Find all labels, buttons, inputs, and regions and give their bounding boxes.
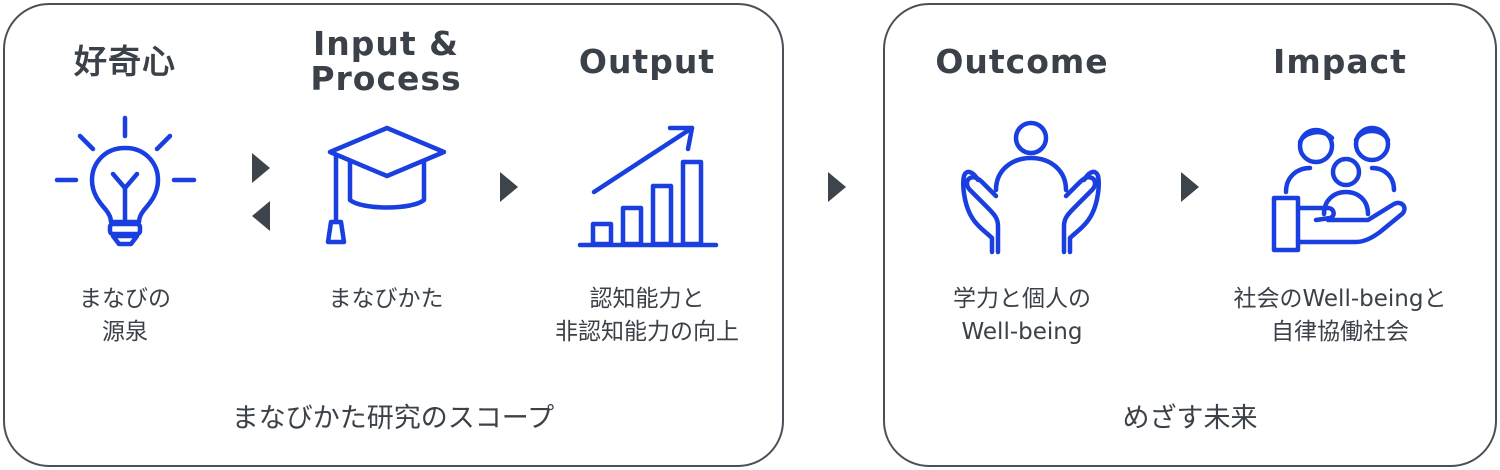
stage-description-curiosity: まなびの 源泉 (79, 286, 171, 345)
graduation-cap-icon (322, 122, 452, 252)
family-in-hand-icon (1268, 116, 1418, 258)
future-label: めざす未来 (1122, 403, 1258, 434)
stage-description-output: 認知能力と 非認知能力の向上 (555, 286, 739, 345)
arrow-right-icon (252, 153, 270, 183)
scope-label: まなびかた研究のスコープ (231, 403, 555, 434)
stage-description-input-process: まなびかた (328, 286, 444, 312)
arrow-left-icon (252, 201, 270, 231)
stage-heading-curiosity: 好奇心 (74, 42, 176, 81)
arrow-right-icon (828, 172, 846, 202)
stage-heading-outcome: Outcome (935, 42, 1109, 81)
growth-chart-icon (576, 122, 721, 252)
stage-description-impact: 社会のWell-beingと 自律協働社会 (1233, 286, 1447, 345)
arrow-right-icon (1181, 172, 1199, 202)
arrow-right-icon (500, 172, 518, 202)
stage-heading-output: Output (578, 42, 716, 81)
stage-heading-input-process: Input & Process (310, 24, 462, 98)
lightbulb-icon (52, 112, 202, 252)
caring-hands-person-icon (958, 118, 1103, 258)
stage-heading-impact: Impact (1273, 42, 1407, 81)
stage-description-outcome: 学力と個人の Well-being (953, 286, 1091, 345)
